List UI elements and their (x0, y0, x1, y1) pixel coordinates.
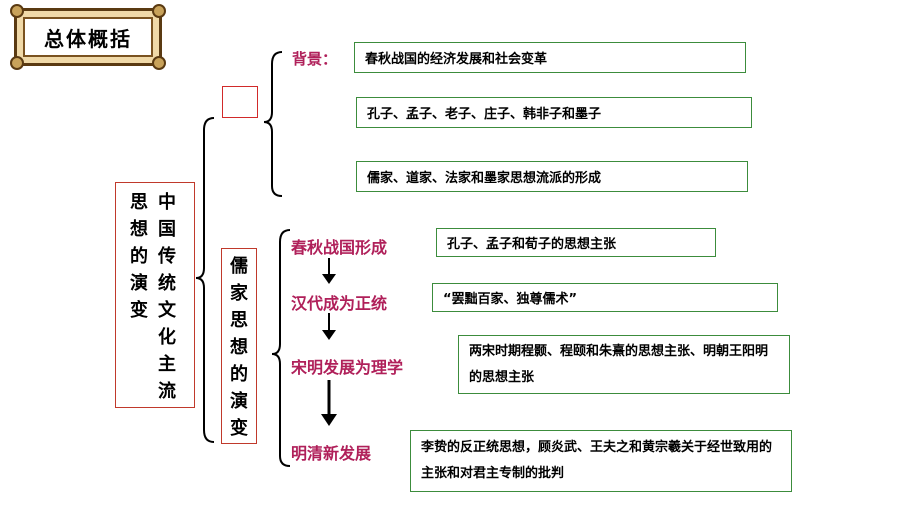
main-bracket (195, 117, 215, 443)
stage-label: 宋明发展为理学 (291, 358, 404, 377)
stage-box: 两宋时期程颢、程颐和朱熹的思想主张、明朝王阳明的思想主张 (458, 335, 790, 394)
sub-topic-label: 儒家思想的演变 (230, 256, 248, 439)
stage-box: 孔子、孟子和荀子的思想主张 (436, 228, 716, 257)
down-arrow-1 (322, 258, 336, 284)
stage-label: 汉代成为正统 (291, 294, 388, 313)
sub-topic-box: 儒家思想的演变 (221, 248, 257, 444)
stage-label: 春秋战国形成 (291, 238, 388, 257)
background-box: 春秋战国的经济发展和社会变革 (354, 42, 746, 73)
main-topic-col2: 中国传统文化主流 (158, 192, 176, 402)
down-arrow-3 (321, 380, 337, 426)
frame-corner-ornament (10, 4, 24, 18)
stage-box: 李贽的反正统思想，顾炎武、王夫之和黄宗羲关于经世致用的主张和对君主专制的批判 (410, 430, 792, 492)
down-arrow-2 (322, 313, 336, 340)
frame-corner-ornament (152, 4, 166, 18)
stage-box: “罢黜百家、独尊儒术” (432, 283, 778, 312)
lower-bracket (271, 229, 291, 467)
main-topic-col1: 思想的演变 (130, 192, 148, 321)
page-title: 总体概括 (23, 17, 153, 57)
schools-box: 儒家、道家、法家和墨家思想流派的形成 (356, 161, 748, 192)
upper-bracket (263, 51, 283, 197)
frame-corner-ornament (152, 56, 166, 70)
title-frame: 总体概括 (10, 4, 166, 70)
frame-corner-ornament (10, 56, 24, 70)
thinkers-box: 孔子、孟子、老子、庄子、韩非子和墨子 (356, 97, 752, 128)
background-label: 背景： (292, 50, 338, 68)
blank-answer-box (222, 86, 258, 118)
main-topic-box: 中国传统文化主流 思想的演变 (115, 182, 195, 408)
stage-label: 明清新发展 (291, 444, 372, 463)
